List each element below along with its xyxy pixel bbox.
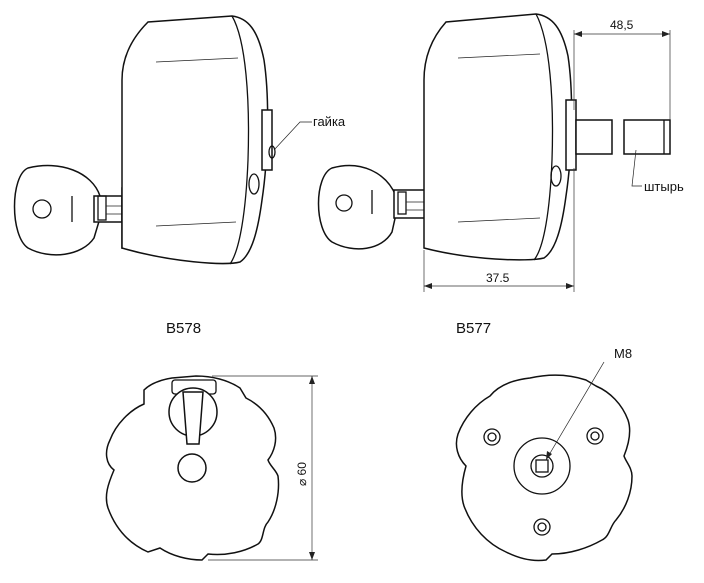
center-boss (513, 437, 571, 495)
screw-hole-left (483, 428, 501, 446)
screw-hole-bottom (533, 518, 551, 536)
pin (623, 119, 671, 155)
dim-diameter: ⌀ 60 (295, 462, 309, 486)
body-edge (229, 15, 250, 265)
nut (261, 109, 273, 171)
dim-pin-length: 48,5 (610, 18, 634, 32)
front-outline (455, 374, 633, 562)
pin-shaft (575, 119, 613, 155)
lock-body (121, 15, 269, 265)
key-bow (13, 164, 101, 256)
side-keyhole (248, 173, 260, 195)
nut-label: гайка (313, 114, 346, 129)
thread-bore (535, 459, 549, 473)
lock-b577-front-view: M8 (455, 346, 633, 562)
front-key-slot (182, 391, 204, 445)
key-blade (93, 195, 123, 223)
key-hole (335, 194, 353, 212)
model-title-b577: B577 (456, 320, 491, 337)
model-title-b578: B578 (166, 320, 201, 337)
lock-b578-front-view: ⌀ 60 (105, 375, 318, 561)
lock-body (423, 13, 573, 261)
key-hole (32, 199, 52, 219)
dim-body-depth: 37.5 (486, 271, 510, 285)
key-bow (317, 164, 397, 250)
screw-hole-right (586, 427, 604, 445)
side-keyhole (550, 165, 562, 187)
front-button (177, 453, 207, 483)
lock-b578-side-view: гайка (13, 15, 346, 265)
pin-label: штырь (644, 179, 684, 194)
lock-b577-side-view: штырь 48,5 37.5 (317, 13, 684, 292)
thread-label: M8 (614, 346, 632, 361)
